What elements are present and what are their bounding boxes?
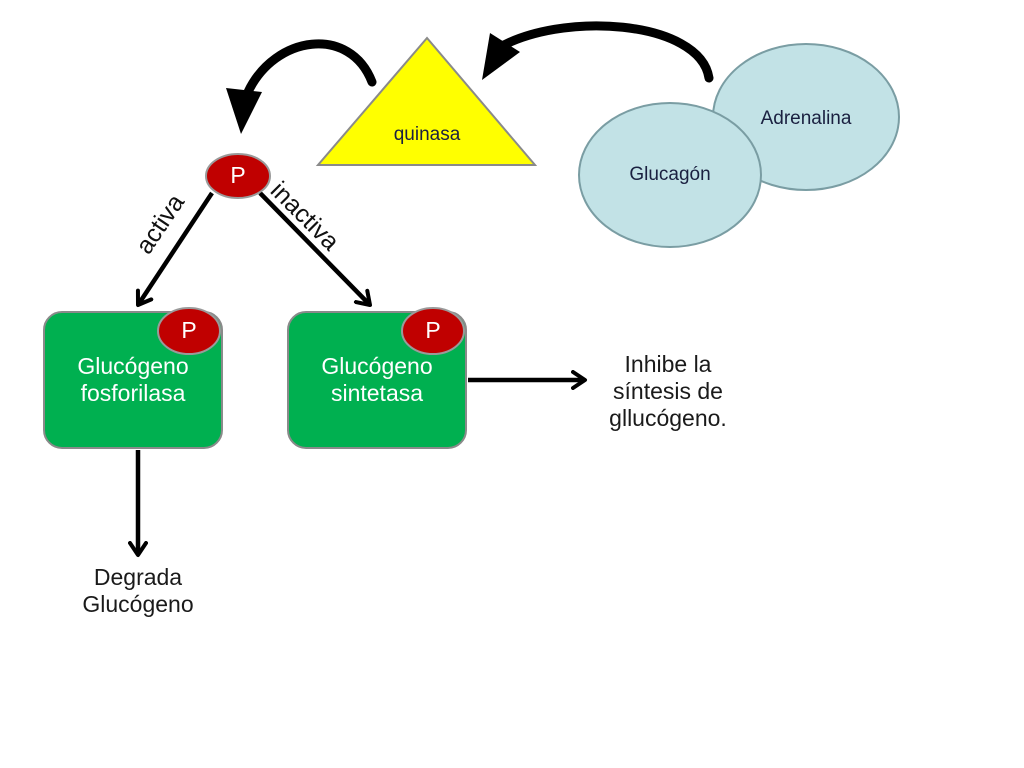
sintetasa-line1: Glucógeno [321,353,433,379]
inhibit-line2: síntesis de [613,378,723,405]
fosforilasa-phosphate-label: P [181,317,197,343]
hormone-to-kinase-arrow [490,21,714,83]
inhibit-label: Inhibe la síntesis de gllucógeno. [588,351,748,432]
glucogeno-sintetasa-label: Glucógeno sintetasa [288,353,466,407]
sintetasa-phosphate-circle [401,307,465,355]
inactiva-arrow [258,191,372,307]
glucagon-ellipse [578,102,762,248]
kinase-label: quinasa [393,124,461,145]
inhibit-line3: gllucógeno. [609,405,727,432]
hormone-to-kinase-arrowhead [482,33,520,80]
kinase-to-p-arrow [243,39,377,97]
glucagon-label: Glucagón [629,164,711,185]
inhibit-line1: Inhibe la [624,351,712,377]
fosforilasa-line1: Glucógeno [77,353,189,379]
kinase-triangle [315,36,538,166]
phosphate-label: P [230,162,246,188]
glucogeno-fosforilasa-label: Glucógeno fosforilasa [44,353,222,407]
adrenalina-label: Adrenalina [760,108,852,129]
kinase-to-p-arrowhead [226,88,262,134]
phosphate-circle [205,153,271,199]
degrade-line2: Glucógeno [82,591,194,618]
degrade-line1: Degrada [93,564,183,590]
sintetasa-phosphate-label: P [425,317,441,343]
sintetasa-line2: sintetasa [330,380,424,407]
degrade-label: Degrada Glucógeno [58,564,218,618]
fosforilasa-phosphate-circle [157,307,221,355]
fosforilasa-line2: fosforilasa [80,380,186,407]
activa-arrow [135,191,214,307]
